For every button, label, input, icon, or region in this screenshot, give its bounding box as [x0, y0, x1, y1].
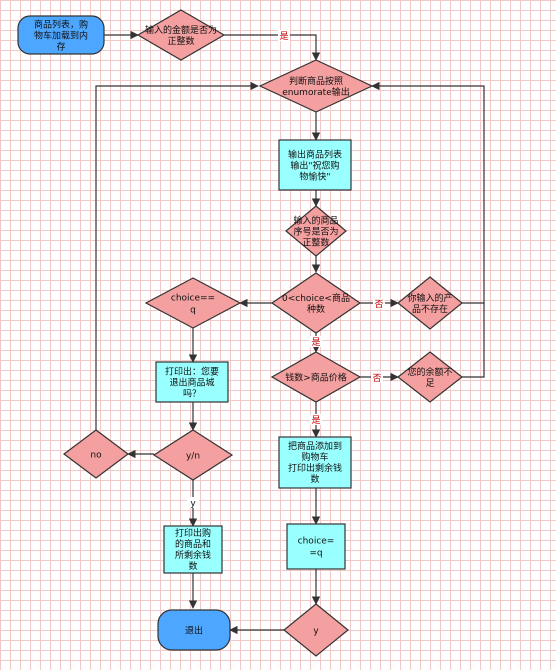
check-idx-label-line: 正整数	[302, 237, 329, 249]
add-cart-label-line: 打印出剩余钱	[288, 462, 342, 474]
set-q-box	[286, 523, 346, 570]
no-decision	[63, 429, 129, 479]
edge-label-bg	[310, 414, 322, 425]
edge-check-money-to-enumerate	[224, 34, 321, 61]
check-money-decision	[136, 9, 226, 61]
range-label-line: 0<choice<商品	[282, 292, 350, 304]
print-exit-label-line: 打印出：您要	[165, 366, 219, 378]
check-money-label-line: 输入的金额是否为	[145, 24, 217, 36]
add-cart-label: 把商品添加到购物车打印出剩余钱数	[288, 440, 342, 485]
edge-no-to-enumerate	[95, 81, 259, 430]
no-label-line: no	[90, 451, 102, 461]
choice-q-decision	[144, 277, 242, 329]
choice-q-label: choice== q	[171, 294, 215, 316]
set-q-label: choice= =q	[298, 537, 335, 559]
print-exit-label-line: 吗？	[183, 389, 201, 400]
range-decision	[270, 272, 362, 334]
no-money-label: 您的余额不足	[407, 366, 452, 389]
check-idx-label: 输入的商品序号是否为正整数	[293, 215, 338, 249]
edge-label-no-2: 否	[372, 373, 381, 384]
exit-label: 退出	[185, 625, 203, 637]
start-label: 商品列表，购物车加载到内存	[34, 19, 88, 53]
print-exit-box	[155, 361, 229, 403]
start-label-line: 物车加载到内	[34, 30, 88, 42]
check-idx-decision	[285, 205, 347, 257]
print-goods-label-line: 打印出购	[175, 527, 211, 539]
edge-label-y: y	[190, 499, 196, 509]
enumerate-decision	[258, 59, 374, 113]
yn-decision	[152, 429, 234, 481]
edge-label-yes-2: 是	[311, 337, 320, 348]
enumerate-label-line: 判断商品按照	[289, 75, 343, 87]
y-decision	[283, 603, 349, 657]
print-goods-box	[163, 525, 223, 574]
range-label-line: 种数	[307, 303, 325, 315]
welcome-box	[278, 139, 352, 191]
check-money-label-line: 正整数	[167, 35, 194, 47]
start-label-line: 存	[56, 41, 65, 53]
y-node-label: y	[313, 627, 319, 637]
add-cart-box	[278, 436, 352, 489]
set-q-label-line: choice=	[298, 537, 335, 547]
exit-node	[157, 609, 231, 651]
print-exit-label: 打印出：您要退出商品城吗？	[165, 366, 219, 400]
no-money-label-line: 足	[425, 378, 434, 389]
welcome-label: 输出商品列表输出"祝您购物愉快"	[288, 149, 342, 183]
add-cart-label-line: 购物车	[301, 451, 328, 463]
edge-label-yes-3: 是	[311, 415, 320, 426]
add-cart-label-line: 把商品添加到	[288, 440, 342, 452]
check-idx-label-line: 输入的商品	[293, 215, 338, 227]
edge-label-bg	[373, 298, 385, 309]
price-decision	[270, 351, 362, 403]
yn-label-line: y/n	[186, 452, 200, 462]
print-goods-label-line: 数	[188, 560, 197, 572]
welcome-label-line: 物愉快"	[299, 171, 330, 183]
edge-label-bg	[187, 497, 199, 508]
no-label: no	[90, 451, 102, 461]
no-money-decision	[397, 351, 463, 403]
y-node-label-line: y	[313, 627, 319, 637]
print-goods-label-line: 所剩余钱	[175, 549, 211, 561]
choice-q-label-line: choice==	[171, 294, 215, 304]
add-cart-label-line: 数	[310, 473, 319, 485]
choice-q-label-line: q	[190, 306, 196, 316]
edge-label-yes-1: 是	[279, 31, 288, 42]
edge-label-bg	[278, 30, 290, 41]
start-label-line: 商品列表，购	[34, 19, 88, 31]
set-q-label-line: =q	[309, 549, 322, 559]
price-label: 钱数>商品价格	[285, 372, 347, 384]
print-goods-label-line: 的商品和	[175, 538, 211, 550]
price-label-line: 钱数>商品价格	[285, 372, 347, 384]
welcome-label-line: 输出"祝您购	[290, 160, 339, 172]
not-exist-label-line: 品不存在	[412, 303, 448, 315]
yn-label: y/n	[186, 452, 200, 462]
not-exist-label: 你输入的产品不存在	[407, 292, 452, 315]
print-goods-label: 打印出购的商品和所剩余钱数	[175, 527, 211, 572]
edge-label-no-1: 否	[374, 299, 383, 310]
enumerate-label-line: enumorate输出	[282, 86, 350, 98]
edge-label-bg	[371, 372, 383, 383]
edge-label-bg	[310, 336, 322, 347]
start-node	[17, 15, 105, 55]
not-exist-decision	[397, 276, 463, 330]
edge-not-exist-to-enumerate	[371, 81, 485, 304]
check-money-label: 输入的金额是否为正整数	[145, 24, 217, 47]
check-idx-label-line: 序号是否为	[293, 226, 338, 238]
not-exist-label-line: 你输入的产	[407, 292, 452, 304]
print-exit-label-line: 退出商品城	[169, 377, 214, 389]
welcome-label-line: 输出商品列表	[288, 149, 342, 161]
no-money-label-line: 您的余额不	[407, 366, 452, 378]
range-label: 0<choice<商品种数	[282, 292, 350, 315]
exit-label-line: 退出	[185, 625, 203, 637]
edge-no-money-to-enumerate	[462, 303, 485, 378]
